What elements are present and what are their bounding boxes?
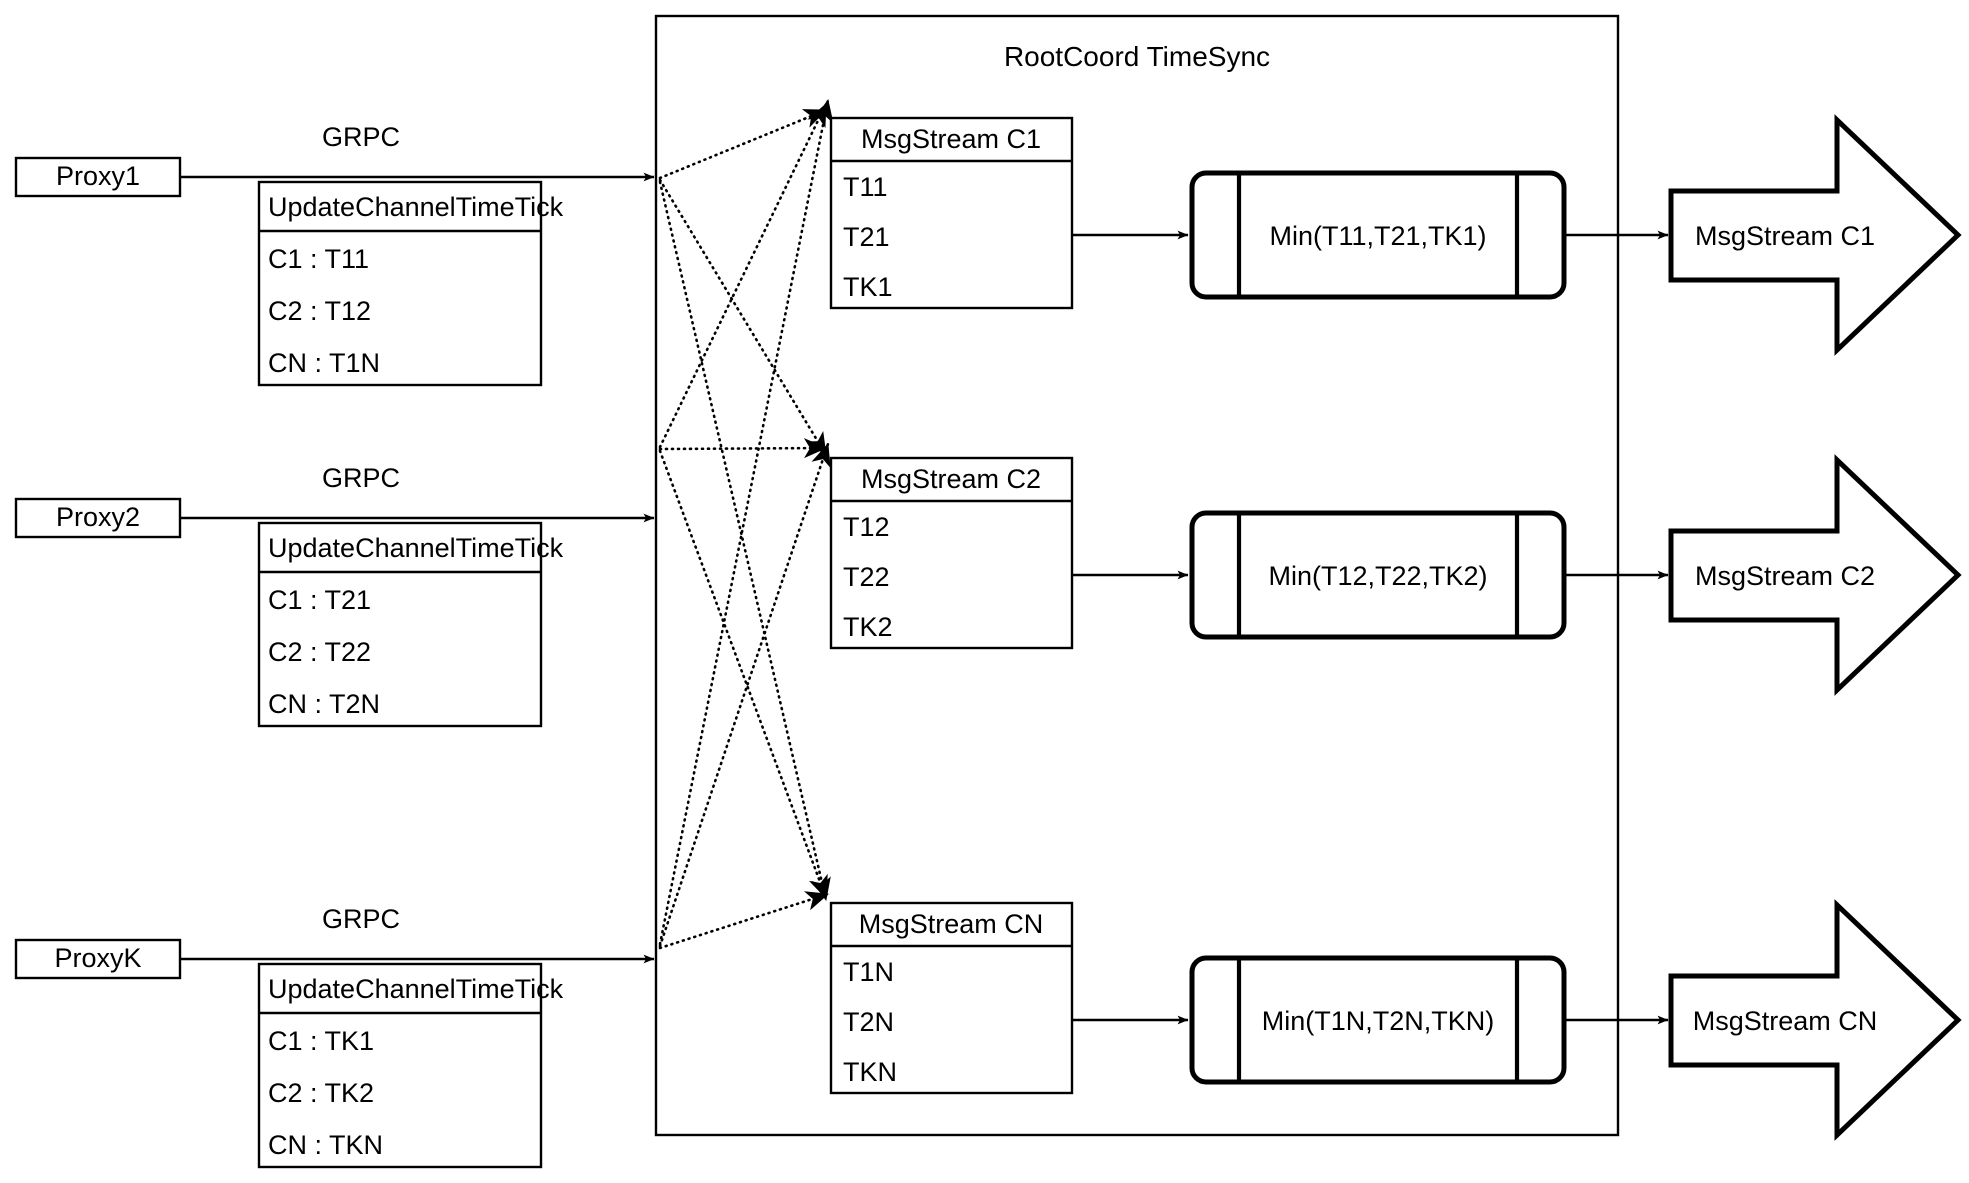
channel-pipeline-2: MsgStream C2 T12 T22 TK2 Min(T12,T22,TK2… bbox=[829, 454, 1962, 696]
min-label-3: Min(T1N,T2N,TKN) bbox=[1262, 1006, 1495, 1036]
msgstream-tick-3-0: T1N bbox=[843, 957, 894, 987]
request-row-3-1: C2 : TK2 bbox=[268, 1078, 374, 1108]
proxy-row-1: Proxy1 GRPC UpdateChannelTimeTick C1 : T… bbox=[14, 122, 655, 387]
msgstream-tick-2-1: T22 bbox=[843, 562, 890, 592]
dotted-pk-to-cn bbox=[658, 891, 830, 950]
grpc-label-2: GRPC bbox=[322, 463, 400, 493]
request-box-1[interactable] bbox=[257, 180, 543, 387]
msgstream-tick-1-2: TK1 bbox=[843, 272, 893, 302]
proxy-label-3: ProxyK bbox=[54, 943, 141, 973]
msgstream-tick-2-2: TK2 bbox=[843, 612, 893, 642]
proxy-row-2: Proxy2 GRPC UpdateChannelTimeTick C1 : T… bbox=[14, 463, 655, 728]
msgstream-tick-2-0: T12 bbox=[843, 512, 890, 542]
output-label-1: MsgStream C1 bbox=[1695, 221, 1875, 251]
request-row-1-2: CN : T1N bbox=[268, 348, 380, 378]
request-title-3: UpdateChannelTimeTick bbox=[268, 974, 564, 1004]
request-row-2-2: CN : T2N bbox=[268, 689, 380, 719]
msgstream-box-3[interactable] bbox=[829, 901, 1074, 1095]
dotted-p1-to-c2 bbox=[658, 178, 828, 457]
proxy-row-3: ProxyK GRPC UpdateChannelTimeTick C1 : T… bbox=[14, 904, 655, 1169]
dotted-p1-to-cn bbox=[658, 180, 831, 902]
msgstream-title-1: MsgStream C1 bbox=[861, 124, 1041, 154]
dotted-pk-to-c1 bbox=[658, 98, 834, 946]
proxy-box-2[interactable] bbox=[14, 497, 182, 539]
channel-pipeline-3: MsgStream CN T1N T2N TKN Min(T1N,T2N,TKN… bbox=[829, 899, 1962, 1141]
request-title-2: UpdateChannelTimeTick bbox=[268, 533, 564, 563]
request-box-2[interactable] bbox=[257, 521, 543, 728]
request-title-1: UpdateChannelTimeTick bbox=[268, 192, 564, 222]
proxy-label-1: Proxy1 bbox=[56, 161, 140, 191]
request-row-3-0: C1 : TK1 bbox=[268, 1026, 374, 1056]
min-label-1: Min(T11,T21,TK1) bbox=[1269, 221, 1486, 251]
request-box-3[interactable] bbox=[257, 962, 543, 1169]
msgstream-tick-3-2: TKN bbox=[843, 1057, 897, 1087]
msgstream-title-3: MsgStream CN bbox=[859, 909, 1044, 939]
request-row-2-0: C1 : T21 bbox=[268, 585, 371, 615]
min-label-2: Min(T12,T22,TK2) bbox=[1268, 561, 1487, 591]
output-label-3: MsgStream CN bbox=[1693, 1006, 1878, 1036]
msgstream-tick-1-1: T21 bbox=[843, 222, 890, 252]
dotted-p2-to-cn bbox=[658, 449, 828, 900]
dotted-p1-to-c1 bbox=[658, 108, 828, 180]
grpc-label-1: GRPC bbox=[322, 122, 400, 152]
dotted-p2-to-c1 bbox=[658, 102, 828, 449]
msgstream-box-1[interactable] bbox=[829, 116, 1074, 310]
msgstream-tick-1-0: T11 bbox=[843, 172, 888, 202]
request-row-1-1: C2 : T12 bbox=[268, 296, 371, 326]
output-block-arrow-1[interactable] bbox=[1668, 114, 1962, 356]
grpc-label-3: GRPC bbox=[322, 904, 400, 934]
rootcoord-title: RootCoord TimeSync bbox=[1004, 41, 1270, 72]
proxy-box-3[interactable] bbox=[14, 938, 182, 980]
output-block-arrow-2[interactable] bbox=[1668, 454, 1962, 696]
dotted-p2-to-c2 bbox=[658, 438, 828, 459]
proxy-label-2: Proxy2 bbox=[56, 502, 140, 532]
timetick-fanout-connectors bbox=[658, 98, 834, 950]
msgstream-box-2[interactable] bbox=[829, 456, 1074, 650]
output-block-arrow-3[interactable] bbox=[1668, 899, 1962, 1141]
request-row-2-1: C2 : T22 bbox=[268, 637, 371, 667]
request-row-1-0: C1 : T11 bbox=[268, 244, 369, 274]
output-label-2: MsgStream C2 bbox=[1695, 561, 1875, 591]
request-row-3-2: CN : TKN bbox=[268, 1130, 383, 1160]
dotted-pk-to-c2 bbox=[658, 442, 831, 948]
channel-pipeline-1: MsgStream C1 T11 T21 TK1 Min(T11,T21,TK1… bbox=[829, 114, 1962, 356]
proxy-box-1[interactable] bbox=[14, 156, 182, 198]
msgstream-title-2: MsgStream C2 bbox=[861, 464, 1041, 494]
msgstream-tick-3-1: T2N bbox=[843, 1007, 894, 1037]
